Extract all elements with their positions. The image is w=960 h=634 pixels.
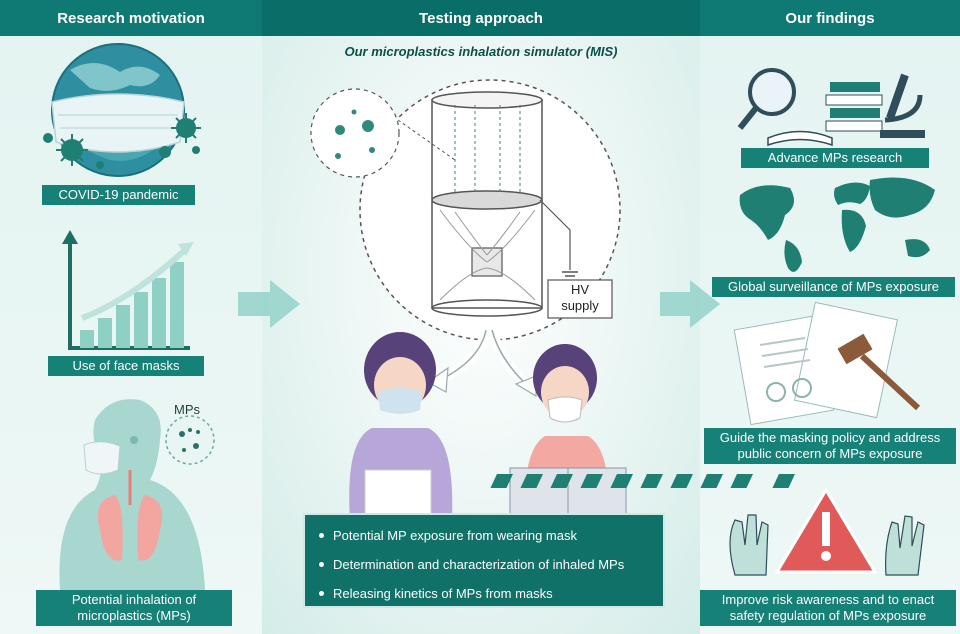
label-potential-inhalation-line1: Potential inhalation of — [71, 592, 197, 607]
bullet-item: Determination and characterization of in… — [317, 550, 651, 579]
header-our-findings: Our findings — [700, 0, 960, 36]
header-testing-approach: Testing approach — [262, 0, 700, 36]
bullet-item: Releasing kinetics of MPs from masks — [317, 579, 651, 608]
label-use-of-face-masks: Use of face masks — [48, 356, 204, 376]
label-masking-policy-line2: public concern of MPs exposure — [737, 446, 923, 461]
arrow-right-left-icon — [238, 280, 300, 328]
simulator-apparatus — [310, 79, 621, 341]
hv-supply-line2: supply — [561, 298, 599, 313]
split-arrow-icon — [426, 328, 537, 398]
researcher-right-figure — [509, 344, 627, 520]
label-global-surveillance: Global surveillance of MPs exposure — [712, 277, 955, 297]
approach-bullet-list: Potential MP exposure from wearing mask … — [303, 513, 665, 608]
research-tools-icon — [737, 68, 925, 147]
label-advance-research: Advance MPs research — [741, 148, 929, 168]
label-risk-awareness-line2: safety regulation of MPs exposure — [729, 608, 927, 623]
label-covid-pandemic: COVID-19 pandemic — [42, 185, 195, 205]
header-research-motivation: Research motivation — [0, 0, 262, 36]
label-masking-policy: Guide the masking policy and address pub… — [704, 428, 956, 464]
label-risk-awareness-line1: Improve risk awareness and to enact — [721, 592, 935, 607]
hv-supply-line1: HV — [570, 282, 590, 297]
label-masking-policy-line1: Guide the masking policy and address — [719, 430, 941, 445]
magnified-mps-icon — [165, 415, 215, 465]
hv-supply-label: HV supply — [548, 282, 612, 314]
bullet-item: Potential MP exposure from wearing mask — [317, 521, 651, 550]
bar-chart-icon — [62, 230, 194, 350]
human-lungs-icon — [59, 399, 205, 590]
world-map-icon — [739, 177, 935, 272]
globe-icon — [51, 43, 185, 177]
warning-sign-icon — [490, 474, 925, 576]
arrow-right-right-icon — [660, 280, 720, 328]
label-potential-inhalation-line2: microplastics (MPs) — [77, 608, 191, 623]
researcher-left-figure — [349, 332, 453, 521]
label-potential-inhalation: Potential inhalation of microplastics (M… — [36, 590, 232, 626]
mps-tag: MPs — [174, 402, 200, 417]
documents-gavel-icon — [733, 301, 921, 426]
label-risk-awareness: Improve risk awareness and to enact safe… — [700, 590, 956, 626]
simulator-subtitle: Our microplastics inhalation simulator (… — [344, 44, 618, 59]
